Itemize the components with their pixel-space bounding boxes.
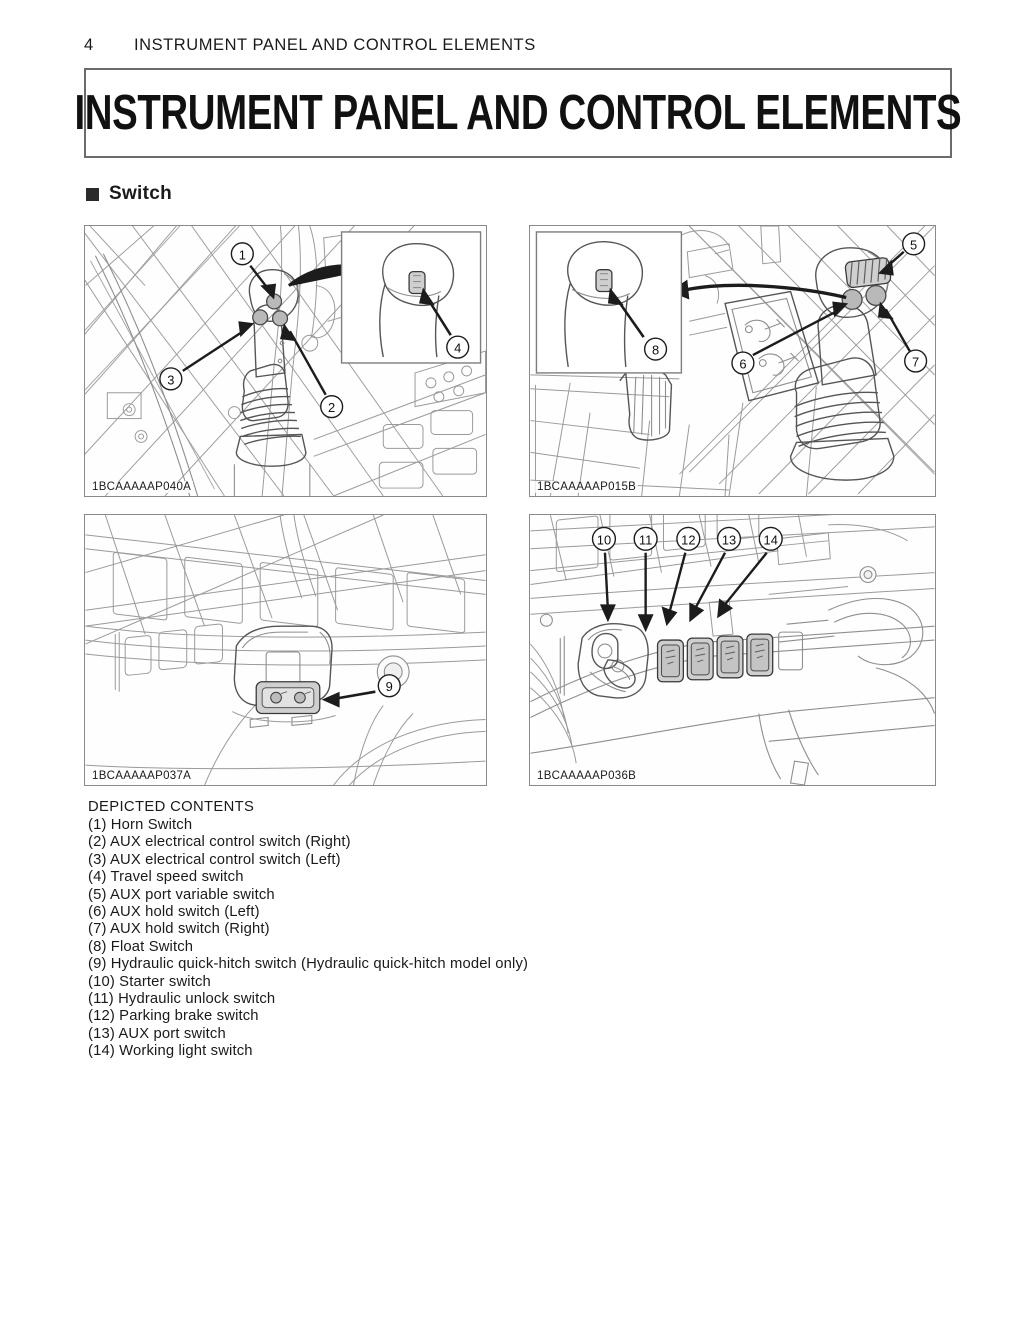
callout-2 [320, 395, 344, 419]
list-item: (5) AUX port variable switch [88, 886, 275, 903]
running-header: 4 INSTRUMENT PANEL AND CONTROL ELEMENTS [84, 32, 944, 58]
svg-text:6: 6 [739, 356, 746, 371]
chapter-title-box: INSTRUMENT PANEL AND CONTROL ELEMENTS [75, 68, 962, 158]
depicted-contents-title: DEPICTED CONTENTS [88, 799, 255, 815]
svg-text:11: 11 [639, 532, 652, 547]
callout-7 [904, 349, 928, 373]
callout-11 [633, 526, 658, 551]
svg-text:13: 13 [722, 532, 736, 547]
callout-3 [159, 367, 183, 391]
figure-top-left: 1 3 2 4 1BCAAAAAP040A [84, 225, 487, 497]
svg-text:14: 14 [764, 532, 778, 547]
callout-9 [377, 674, 401, 698]
chapter-title: INSTRUMENT PANEL AND CONTROL ELEMENTS [74, 85, 962, 140]
callout-1 [230, 242, 254, 266]
figure-bottom-right-artwork: 10 11 12 13 14 [530, 515, 935, 785]
list-item: (2) AUX electrical control switch (Right… [88, 834, 351, 851]
callout-5 [902, 232, 926, 256]
page-number: 4 [84, 35, 94, 54]
figure-bottom-right: 10 11 12 13 14 1BCAAAAAP036B [529, 514, 936, 786]
figure-caption: 1BCAAAAAP015B [535, 481, 639, 493]
depicted-contents: DEPICTED CONTENTS (1) Horn Switch (2) AU… [88, 799, 868, 1061]
starter-switch [577, 623, 649, 699]
section-heading-label: Switch [109, 183, 173, 204]
figure-caption: 1BCAAAAAP036B [535, 770, 639, 782]
svg-text:7: 7 [912, 354, 919, 369]
callout-6 [731, 351, 755, 375]
blank-switch-slot [778, 631, 804, 671]
figure-bottom-left-artwork: 9 [85, 515, 486, 785]
svg-text:10: 10 [597, 532, 611, 547]
figure-top-right-artwork: 8 5 6 7 [530, 226, 935, 496]
list-item: (1) Horn Switch [88, 817, 193, 833]
running-header-title: INSTRUMENT PANEL AND CONTROL ELEMENTS [134, 35, 536, 54]
list-item: (9) Hydraulic quick-hitch switch (Hydrau… [88, 956, 529, 973]
list-item: (14) Working light switch [88, 1043, 253, 1060]
rocker-switch-bank [656, 631, 804, 683]
figure-caption: 1BCAAAAAP040A [90, 481, 194, 493]
svg-text:2: 2 [328, 400, 335, 415]
list-item: (12) Parking brake switch [88, 1008, 259, 1025]
hydraulic-quick-hitch-switch [255, 681, 321, 715]
callout-10 [591, 526, 617, 551]
svg-text:9: 9 [386, 679, 393, 694]
svg-text:3: 3 [167, 372, 174, 387]
svg-text:1: 1 [239, 247, 246, 262]
callout-14 [758, 526, 783, 551]
callout-8 [643, 337, 668, 361]
figure-bottom-left: 9 1BCAAAAAP037A [84, 514, 487, 786]
list-item: (3) AUX electrical control switch (Left) [88, 851, 341, 868]
callout-12 [676, 526, 701, 551]
list-item: (11) Hydraulic unlock switch [88, 991, 276, 1008]
svg-text:5: 5 [910, 237, 917, 252]
aux-electrical-right-button [271, 310, 289, 327]
figure-top-right: 8 5 6 7 1BCAAAAAP015B [529, 225, 936, 497]
list-item: (13) AUX port switch [88, 1025, 226, 1042]
svg-text:4: 4 [454, 341, 461, 356]
figure-caption: 1BCAAAAAP037A [90, 770, 194, 782]
svg-text:12: 12 [681, 532, 695, 547]
working-light-switch [746, 633, 774, 677]
aux-hold-right-button [865, 284, 887, 307]
section-heading: Switch [86, 183, 172, 205]
list-item: (8) Float Switch [88, 938, 194, 955]
svg-text:8: 8 [652, 343, 659, 358]
depicted-contents-list: (1) Horn Switch (2) AUX electrical contr… [88, 817, 868, 1061]
callout-4 [446, 335, 470, 359]
figure-top-left-artwork: 1 3 2 4 [85, 226, 486, 496]
list-item: (10) Starter switch [88, 973, 211, 990]
filled-square-icon [86, 187, 99, 201]
aux-hold-left-button [841, 288, 863, 311]
float-switch [595, 269, 613, 293]
callout-13 [716, 526, 742, 551]
aux-port-switch [716, 635, 744, 679]
list-item: (7) AUX hold switch (Right) [88, 921, 270, 938]
hydraulic-unlock-switch [656, 639, 685, 683]
aux-electrical-left-button [252, 309, 269, 326]
list-item: (6) AUX hold switch (Left) [88, 904, 260, 921]
list-item: (4) Travel speed switch [88, 869, 244, 886]
parking-brake-switch [686, 637, 714, 681]
